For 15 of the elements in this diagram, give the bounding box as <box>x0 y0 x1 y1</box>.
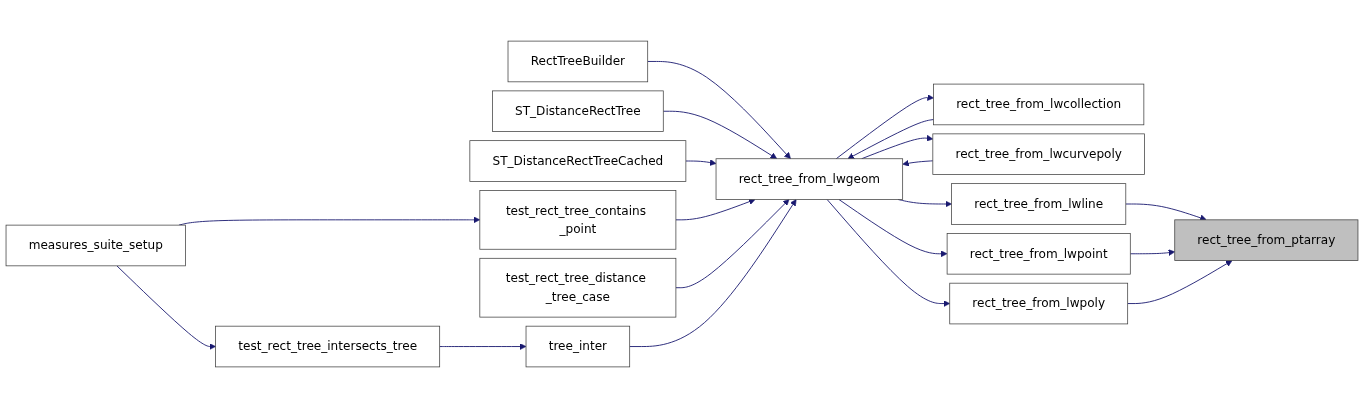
node-box: rect_tree_from_lwcollection <box>933 83 1145 126</box>
node-box: rect_tree_from_lwcurvepoly <box>932 133 1145 175</box>
node-box: tree_inter <box>525 325 631 368</box>
node-box: rect_tree_from_lwgeom <box>715 158 904 200</box>
node-box: test_rect_tree_distance _tree_case <box>479 257 677 318</box>
node-box: rect_tree_from_lwpoly <box>949 282 1129 325</box>
node-box: ST_DistanceRectTreeCached <box>469 140 687 182</box>
node-box: measures_suite_setup <box>5 224 186 267</box>
node-box: test_rect_tree_intersects_tree <box>215 325 441 368</box>
node-box: rect_tree_from_lwpoint <box>946 233 1131 275</box>
node-box: rect_tree_from_lwline <box>951 183 1127 225</box>
node-box: ST_DistanceRectTree <box>492 90 664 132</box>
node-box: rect_tree_from_ptarray <box>1174 219 1359 261</box>
node-box: RectTreeBuilder <box>507 40 649 83</box>
node-box: test_rect_tree_contains _point <box>479 190 677 250</box>
